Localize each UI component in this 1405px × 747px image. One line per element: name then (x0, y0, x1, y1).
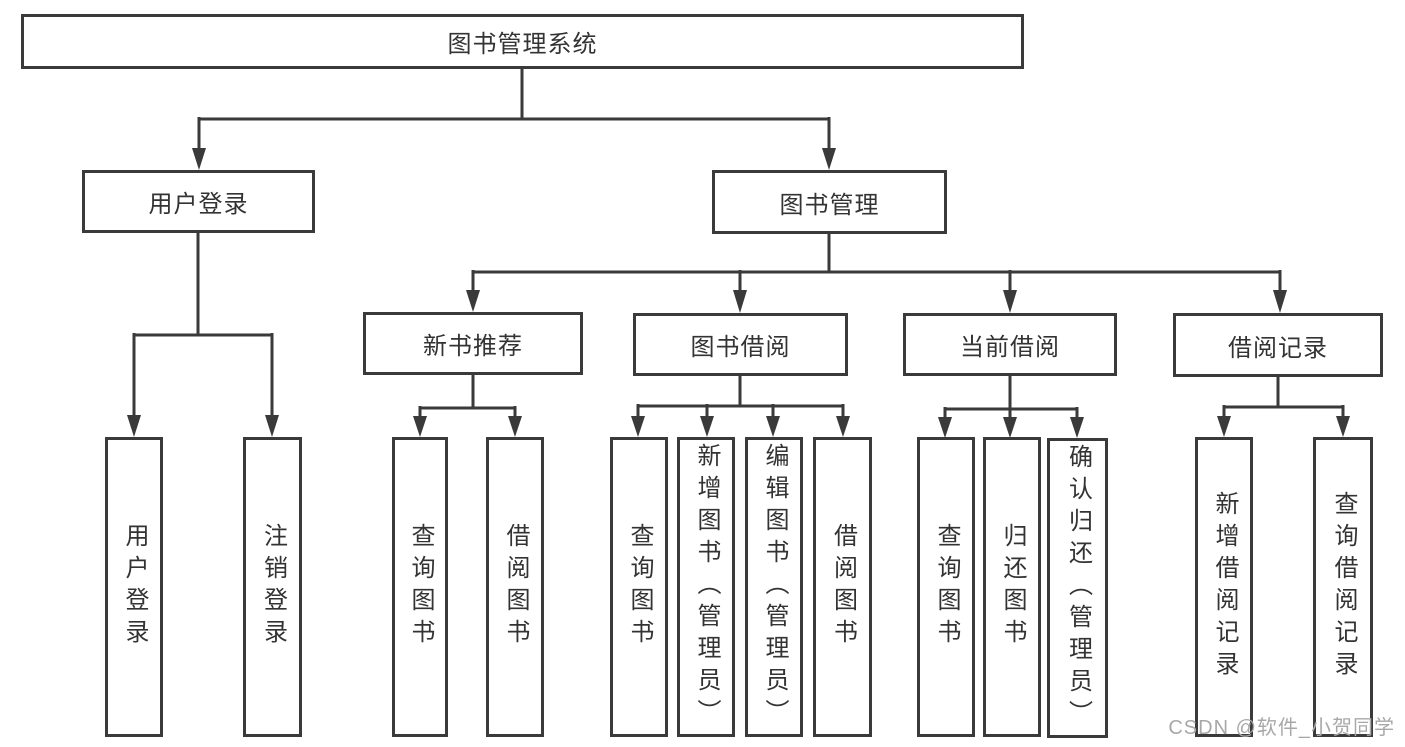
leaf-query-book-borrow: 查询图书 (610, 437, 668, 737)
leaf-edit-book-admin: 编辑图书（管理员） (745, 437, 803, 737)
node-user-login: 用户登录 (82, 170, 315, 233)
node-borrow-records: 借阅记录 (1173, 313, 1383, 377)
leaf-add-borrow-record: 新增借阅记录 (1195, 437, 1253, 737)
node-book-management-label: 图书管理 (779, 191, 880, 219)
connector-userlogin-to-leaves (127, 233, 279, 437)
leaf-borrow-book-recommend-label: 借阅图书 (502, 523, 529, 651)
node-new-book-recommend: 新书推荐 (363, 312, 583, 375)
node-book-borrow: 图书借阅 (633, 313, 848, 376)
leaf-confirm-return-admin-label: 确认归还（管理员） (1064, 444, 1092, 732)
connector-currentborrow-to-leaves (938, 376, 1084, 438)
leaf-logout-label: 注销登录 (259, 523, 287, 651)
connector-root-to-level1 (192, 69, 836, 170)
leaf-return-book-label: 归还图书 (999, 523, 1026, 651)
leaf-logout: 注销登录 (243, 437, 302, 737)
leaf-borrow-book-label: 借阅图书 (829, 523, 857, 651)
leaf-query-book-borrow-label: 查询图书 (626, 523, 653, 651)
leaf-query-book-recommend: 查询图书 (392, 437, 448, 737)
leaf-add-borrow-record-label: 新增借阅记录 (1211, 491, 1238, 683)
leaf-user-login-label: 用户登录 (121, 523, 148, 651)
connector-bookmgmt-to-level2 (466, 234, 1287, 313)
leaf-user-login: 用户登录 (105, 437, 163, 737)
leaf-query-borrow-record-label: 查询借阅记录 (1330, 491, 1357, 683)
leaf-query-borrow-record: 查询借阅记录 (1313, 437, 1373, 737)
leaf-borrow-book: 借阅图书 (813, 437, 872, 737)
node-borrow-records-label: 借阅记录 (1228, 334, 1328, 362)
node-current-borrow-label: 当前借阅 (960, 334, 1060, 361)
node-book-management: 图书管理 (712, 170, 947, 234)
leaf-confirm-return-admin: 确认归还（管理员） (1047, 438, 1108, 738)
node-user-login-label: 用户登录 (148, 191, 249, 218)
node-root-label: 图书管理系统 (447, 31, 598, 58)
node-new-book-recommend-label: 新书推荐 (423, 333, 523, 360)
node-root: 图书管理系统 (21, 14, 1024, 69)
node-book-borrow-label: 图书借阅 (690, 334, 791, 361)
node-current-borrow: 当前借阅 (903, 313, 1117, 376)
connector-bookborrow-to-leaves (631, 376, 850, 437)
leaf-borrow-book-recommend: 借阅图书 (486, 437, 544, 737)
leaf-edit-book-admin-label: 编辑图书（管理员） (761, 443, 788, 731)
leaf-return-book: 归还图书 (983, 437, 1041, 737)
watermark-text: CSDN @软件_小贺同学 (1168, 717, 1395, 739)
connector-newbookrec-to-leaves (413, 375, 522, 437)
leaf-query-book-current: 查询图书 (917, 437, 975, 737)
leaf-query-book-current-label: 查询图书 (933, 523, 960, 651)
leaf-add-book-admin-label: 新增图书（管理员） (693, 443, 720, 731)
leaf-query-book-recommend-label: 查询图书 (407, 523, 434, 651)
connector-borrowrecords-to-leaves (1217, 377, 1350, 437)
leaf-add-book-admin: 新增图书（管理员） (677, 437, 735, 737)
